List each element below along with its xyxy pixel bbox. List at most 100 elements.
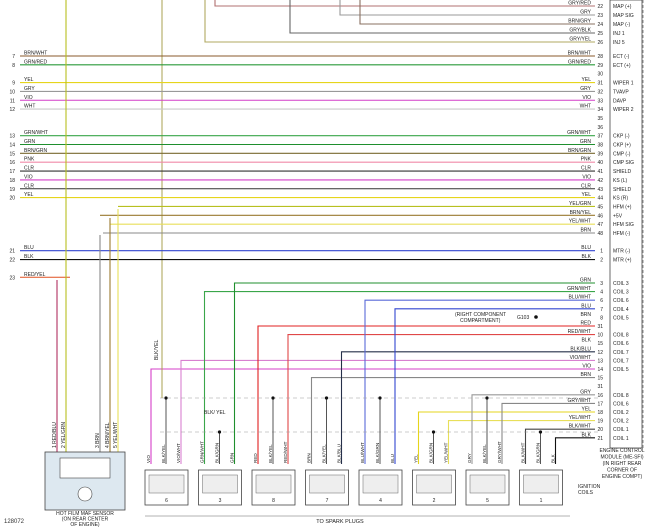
wire-color-label: YEL/WHT <box>569 415 591 421</box>
ignition-coils-label: COILS <box>578 490 594 496</box>
maf-label: HOT FILM MAF SENSOR <box>56 511 114 517</box>
wire-color-label: BRN/YEL <box>570 210 592 216</box>
ecm-pin-number: 43 <box>597 187 603 193</box>
coil-wire-color: BLK/GRN <box>536 443 541 463</box>
ecm-signal-label: COIL 6 <box>613 341 629 347</box>
coil-number: 7 <box>326 498 329 504</box>
coil-drop-wire <box>287 334 595 464</box>
blk-yel-label-2: BLK/ YEL <box>204 410 226 416</box>
coil-number: 8 <box>272 498 275 504</box>
ecm-signal-label: COIL 7 <box>613 358 629 364</box>
coil-drop-wire <box>310 377 595 464</box>
coil-drop-wire <box>501 402 595 464</box>
maf-label: OF ENGINE) <box>70 522 100 528</box>
left-connector-pin: 7 <box>12 54 15 60</box>
ecm-signal-label: MAP (-) <box>613 22 630 28</box>
ecm-pin-number: 1 <box>600 249 603 255</box>
wire-color-label: BLU/WHT <box>569 295 592 301</box>
ecm-signal-label: COIL 5 <box>613 315 629 321</box>
ecm-pin-number: 33 <box>597 98 603 104</box>
coil-winding-icon <box>255 474 292 494</box>
wire-color-label: YEL/WHT <box>569 219 591 225</box>
ecm-signal-label: CMP SIG <box>613 160 634 166</box>
ecm-signal-label: INJ 1 <box>613 31 625 37</box>
wire-color-label: GRN/RED <box>568 59 591 65</box>
wire-color-label: RED/YEL <box>24 272 46 278</box>
wire-color-label: CLR <box>24 166 34 172</box>
coil-wire-color: GRY/WHT <box>497 441 502 463</box>
coil-wire-color: BLK/YEL <box>161 444 166 463</box>
coil-wire-color: BLK/YEL <box>322 444 327 463</box>
coil-wire-color: BRN <box>307 453 312 463</box>
ecm-signal-label: MTR (+) <box>613 258 632 264</box>
top-wire <box>204 0 595 43</box>
coil-drop-wire <box>524 428 595 464</box>
ecm-pin-number: 46 <box>597 213 603 219</box>
ecm-signal-label: SHIELD <box>613 169 631 175</box>
wire-color-label: BLU <box>24 245 34 251</box>
wire-color-label: BRN/GRY <box>568 19 591 25</box>
wire-color-label: VIO <box>582 364 591 370</box>
wire-color-label: BRN <box>580 312 591 318</box>
ecm-label: CORNER OF <box>607 468 637 474</box>
wire-color-label: GRN <box>580 139 592 145</box>
coil-wire-color: BLU/WHT <box>360 442 365 463</box>
maf-wire-color: 5 YEL/WHT <box>113 422 119 448</box>
splice-dot <box>485 396 489 400</box>
coil-wire-color: BLK/GRN <box>429 443 434 463</box>
wire-color-label: CLR <box>24 183 34 189</box>
wire-color-label: GRN <box>580 278 592 284</box>
ecm-pin-number: 21 <box>597 436 603 442</box>
coil-winding-icon <box>202 474 238 494</box>
wire-color-label: GRY/YEL <box>569 37 591 43</box>
ecm-label: ENGINE COMPT) <box>602 474 643 480</box>
wire-color-label: GRN/WHT <box>567 130 591 136</box>
coil-wire-color: RED/WHT <box>283 441 288 463</box>
coil-wire-color: YEL/WHT <box>444 442 449 463</box>
left-connector-pin: 16 <box>9 160 15 166</box>
coil-drop-wire <box>471 394 595 464</box>
left-connector-pin: 15 <box>9 151 15 157</box>
wire-color-label: BRN/GRN <box>24 148 47 154</box>
ecm-label: (IN RIGHT REAR <box>603 461 642 467</box>
ecm-pin-number: 32 <box>597 89 603 95</box>
wire-color-label: VIO <box>24 95 33 101</box>
wire-color-label: VIO <box>582 174 591 180</box>
left-connector-pin: 8 <box>12 63 15 69</box>
coil-wire-color: YEL <box>414 454 419 463</box>
ecm-pin-number: 2 <box>600 258 603 264</box>
ecm-signal-label: +5V <box>613 213 623 219</box>
top-wire <box>359 0 595 25</box>
ecm-signal-label: COIL 8 <box>613 393 629 399</box>
wire-color-label: BLK/WHT <box>569 424 591 430</box>
ecm-label: ENGINE CONTROL <box>599 448 644 454</box>
ecm-pin-number: 8 <box>600 315 603 321</box>
splice-dot <box>217 430 222 434</box>
coil-drop-wire <box>417 411 595 464</box>
top-wire <box>214 0 595 7</box>
ecm-pin-number: 37 <box>597 134 603 140</box>
ecm-signal-label: COIL 3 <box>613 290 629 296</box>
ecm-pin-number: 20 <box>597 427 603 433</box>
coil-wire-color: GRY <box>467 453 472 463</box>
coil-wire-color: BLK/YEL <box>268 444 273 463</box>
ecm-signal-label: CKP (+) <box>613 143 631 149</box>
wire-color-label: BLK <box>582 432 592 438</box>
wire-color-label: BLU <box>581 245 591 251</box>
wire-color-label: GRY <box>580 86 591 92</box>
splice-dot <box>538 430 543 434</box>
wire-color-label: BLU <box>581 303 591 309</box>
coil-number: 5 <box>486 498 489 504</box>
ecm-signal-label: COIL 1 <box>613 427 629 433</box>
coil-drop-wire <box>394 308 595 464</box>
coil-drop-wire <box>554 437 595 464</box>
ecm-signal-label: COIL 5 <box>613 367 629 373</box>
ecm-pin-number: 41 <box>597 169 603 175</box>
ecm-signal-label: INJ 5 <box>613 40 625 46</box>
left-connector-pin: 13 <box>9 134 15 140</box>
coil-drop-wire <box>257 325 595 464</box>
ecm-signal-label: DAVP <box>613 98 627 104</box>
